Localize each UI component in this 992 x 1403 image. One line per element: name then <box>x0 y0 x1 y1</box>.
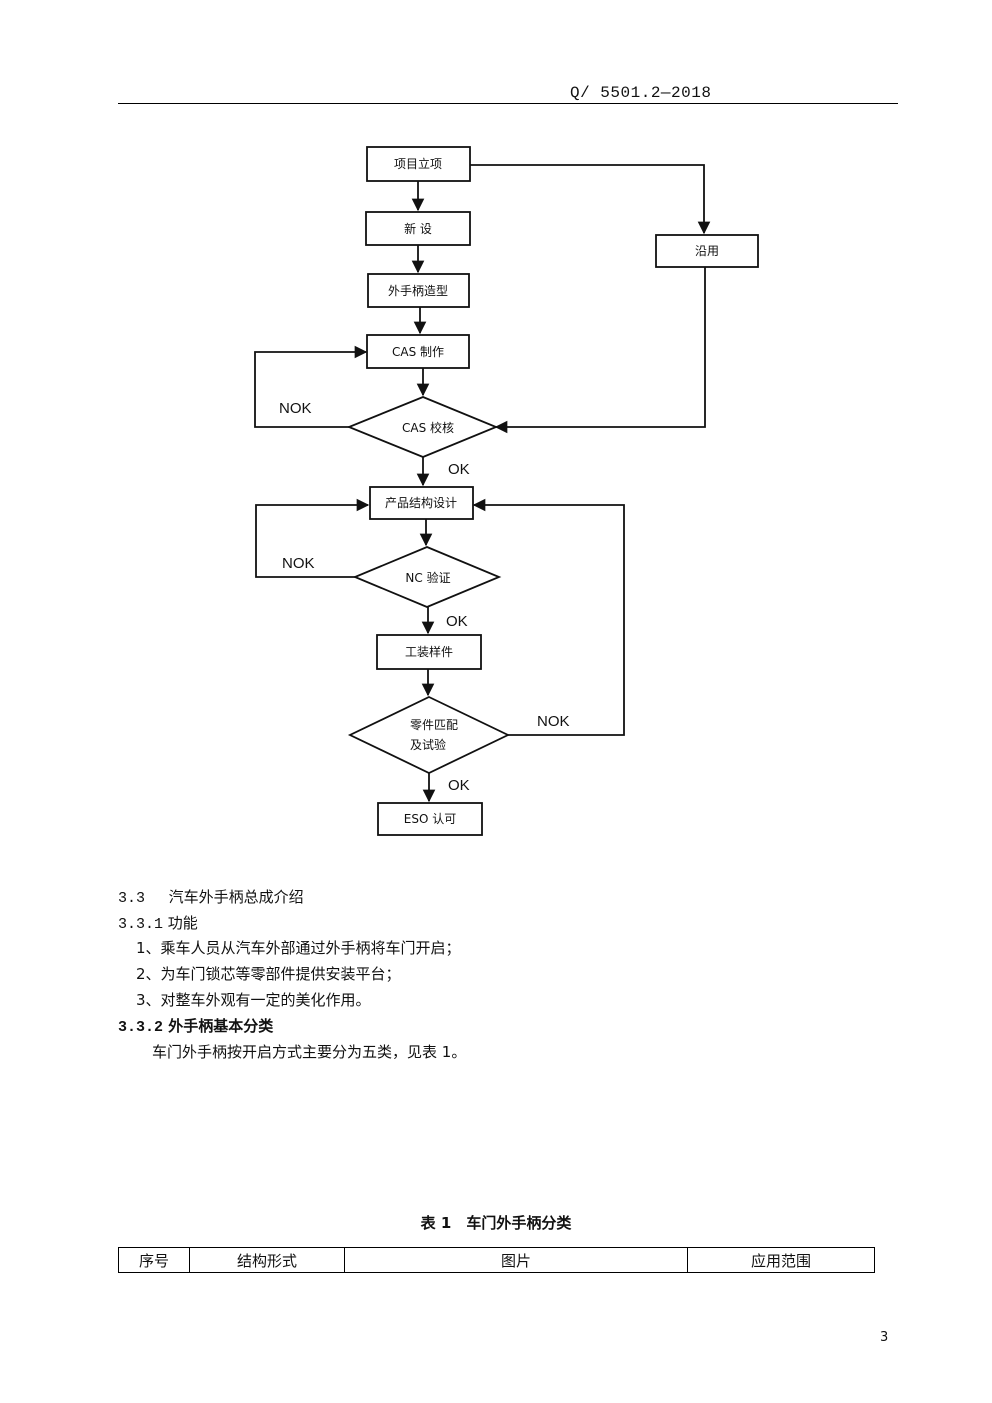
header-rule <box>118 103 898 104</box>
document-code: Q/ 5501.2—2018 <box>570 84 712 102</box>
label-project-setup: 项目立项 <box>394 156 442 171</box>
connector-carryover-check <box>494 267 706 434</box>
table-header-row: 序号 结构形式 图片 应用范围 <box>118 1247 875 1273</box>
node-cas-check <box>346 396 499 458</box>
flag-nok-parts: NOK <box>537 713 570 730</box>
label-carryover: 沿用 <box>695 244 719 258</box>
node-nc-verify <box>352 546 502 608</box>
node-cas-make <box>366 334 470 369</box>
node-product-design <box>369 486 474 520</box>
heading-3-3-2-number: 3.3.2 <box>118 1019 164 1036</box>
col-header-structure: 结构形式 <box>189 1247 345 1273</box>
label-parts-match-1: 零件匹配 <box>410 718 458 732</box>
col-header-image: 图片 <box>344 1247 688 1273</box>
label-new-design: 新 设 <box>404 221 432 236</box>
node-new-design <box>365 211 471 246</box>
label-cas-make: CAS 制作 <box>392 345 444 359</box>
classification-paragraph: 车门外手柄按开启方式主要分为五类，见表 1。 <box>152 1043 467 1061</box>
heading-3-3: 3.3 汽车外手柄总成介绍 <box>118 887 304 909</box>
heading-3-3-title: 汽车外手柄总成介绍 <box>168 888 304 906</box>
loop-nok-nc <box>255 498 370 578</box>
label-eso-approval: ESO 认可 <box>404 812 456 826</box>
flag-nok-cas: NOK <box>279 400 312 417</box>
node-eso-approval <box>377 802 483 836</box>
heading-3-3-number: 3.3 <box>118 890 146 907</box>
function-item: 2、为车门锁芯等零部件提供安装平台； <box>136 965 401 983</box>
col-header-application: 应用范围 <box>687 1247 875 1273</box>
heading-3-3-1-number: 3.3.1 <box>118 916 164 933</box>
label-tooling-sample: 工装样件 <box>405 644 453 659</box>
node-project-setup <box>366 146 471 182</box>
flag-nok-nc: NOK <box>282 555 315 572</box>
heading-3-3-1: 3.3.1 功能 <box>118 913 198 935</box>
flag-ok-parts: OK <box>448 777 470 794</box>
node-parts-match <box>347 696 511 774</box>
flag-ok-nc: OK <box>446 613 468 630</box>
heading-3-3-2-title: 外手柄基本分类 <box>168 1017 274 1035</box>
table-caption: 表 1 车门外手柄分类 <box>420 1214 572 1232</box>
function-item: 1、乘车人员从汽车外部通过外手柄将车门开启； <box>136 939 461 957</box>
label-cas-check: CAS 校核 <box>402 420 454 435</box>
node-carryover <box>655 234 759 268</box>
flowchart: 项目立项 新 设 沿用 外手柄造型 CAS 制作 CAS 校核 产品结构设计 N… <box>254 146 759 836</box>
connector-setup-carryover <box>470 164 711 235</box>
loop-nok-cas <box>254 345 368 428</box>
label-styling: 外手柄造型 <box>388 284 448 298</box>
heading-3-3-2: 3.3.2 外手柄基本分类 <box>118 1016 273 1038</box>
label-nc-verify: NC 验证 <box>405 570 450 585</box>
loop-nok-parts <box>472 498 625 736</box>
label-product-design: 产品结构设计 <box>385 495 457 510</box>
page-number: 3 <box>880 1330 889 1345</box>
node-tooling-sample <box>376 634 482 670</box>
node-styling <box>367 273 470 308</box>
classification-table: 序号 结构形式 图片 应用范围 <box>118 1247 875 1273</box>
heading-3-3-1-title: 功能 <box>167 914 198 932</box>
col-header-index: 序号 <box>118 1247 190 1273</box>
function-item: 3、对整车外观有一定的美化作用。 <box>136 991 371 1009</box>
label-parts-match-2: 及试验 <box>410 737 446 752</box>
flag-ok-cas: OK <box>448 461 470 478</box>
